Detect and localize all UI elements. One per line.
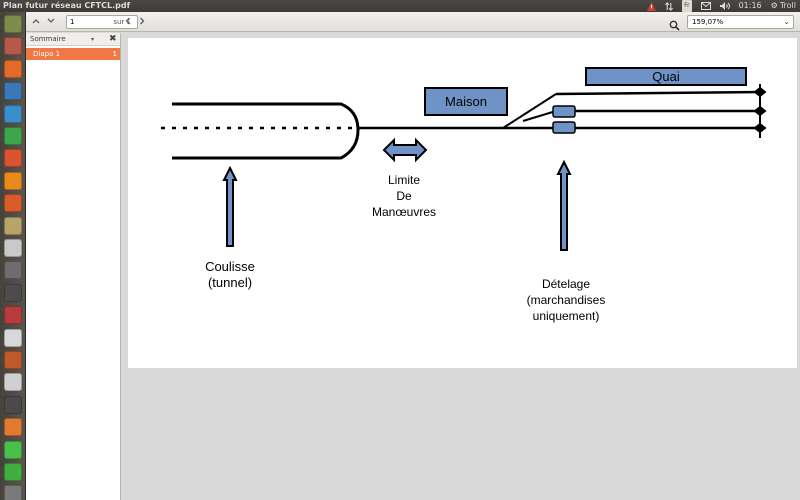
zoom-select[interactable]: 159,07% ⌄ <box>687 15 794 29</box>
switch-track-2 <box>522 110 557 122</box>
gear-icon: ⚙ <box>770 1 778 10</box>
top-panel: Plan futur réseau CFTCL.pdf Fr 01:16 ⚙ T… <box>0 0 800 12</box>
next-page-button[interactable] <box>45 16 57 28</box>
software-center-icon[interactable] <box>4 194 22 213</box>
chevron-left-icon <box>125 17 130 25</box>
app-eye2-icon[interactable] <box>4 373 22 392</box>
maison-box <box>424 87 508 116</box>
track-upper <box>555 90 764 96</box>
zoom-value: 159,07% <box>692 18 724 26</box>
coulisse-arrow <box>222 165 238 247</box>
tunnel-shape <box>172 102 360 160</box>
detelage-label-3: uniquement) <box>533 309 600 323</box>
chevron-down-icon <box>47 18 55 23</box>
trash-icon[interactable] <box>4 485 22 500</box>
clock[interactable]: 01:16 <box>738 1 762 10</box>
window-title: Plan futur réseau CFTCL.pdf <box>3 1 131 10</box>
dash-icon[interactable] <box>4 15 22 33</box>
sidebar: Sommaire ▾ ✖ Diapo 1 1 <box>26 33 121 500</box>
app-orange-icon[interactable] <box>4 418 22 437</box>
coulisse-label-1: Coulisse <box>205 259 255 274</box>
mail-icon[interactable] <box>700 0 711 12</box>
page-total: sur 1 <box>113 18 131 26</box>
sidebar-mode-select[interactable]: Sommaire <box>30 35 66 43</box>
detelage-label-1: Dételage <box>542 277 590 291</box>
history-forward-button[interactable] <box>136 16 148 28</box>
writer-icon[interactable] <box>4 104 22 123</box>
outline-item[interactable]: Diapo 1 1 <box>26 48 120 60</box>
switch-track <box>502 93 557 129</box>
pdf-page: Quai Maison Limite De Manœuvres Coulisse… <box>128 38 797 368</box>
coupler-symbol <box>552 105 576 134</box>
volume-icon[interactable] <box>719 0 730 12</box>
calc-icon[interactable] <box>4 127 22 145</box>
monitor-icon[interactable] <box>4 283 22 302</box>
files-icon[interactable] <box>4 37 22 56</box>
document-view[interactable]: Quai Maison Limite De Manœuvres Coulisse… <box>122 33 800 500</box>
outline-item-page: 1 <box>112 50 117 58</box>
app-eye-icon[interactable] <box>4 328 22 347</box>
outline-item-label: Diapo 1 <box>33 50 61 58</box>
hoto-icon[interactable] <box>4 261 22 280</box>
page-number-input[interactable]: 1 sur 1 <box>66 15 138 29</box>
user-name: Troll <box>779 1 796 10</box>
settings-icon[interactable] <box>4 216 22 235</box>
session-menu[interactable]: ⚙ Troll <box>771 0 796 12</box>
network-icon[interactable] <box>665 0 674 12</box>
app-red-icon[interactable] <box>4 306 22 325</box>
chromium-icon[interactable] <box>4 239 22 257</box>
track-diagram: Quai Maison Limite De Manœuvres Coulisse… <box>161 67 767 323</box>
limite-double-arrow <box>382 137 428 163</box>
close-sidebar-icon[interactable]: ✖ <box>109 34 117 44</box>
limite-label-1: Limite <box>388 173 420 187</box>
app-hat-icon[interactable] <box>4 351 22 369</box>
indicator-area: Fr 01:16 ⚙ Troll <box>647 0 796 12</box>
detelage-arrow <box>556 159 572 251</box>
chevron-up-icon <box>32 19 40 24</box>
quai-label: Quai <box>652 69 680 84</box>
chevron-right-icon <box>140 17 145 25</box>
maison-label: Maison <box>445 94 487 109</box>
previous-page-button[interactable] <box>30 16 42 28</box>
coulisse-label-2: (tunnel) <box>208 275 252 290</box>
page-current: 1 <box>70 18 75 26</box>
quai-box <box>585 67 747 86</box>
dropdown-arrow-icon[interactable]: ▾ <box>91 36 95 43</box>
vlc-icon[interactable] <box>4 171 22 190</box>
limite-label-2: De <box>396 189 412 203</box>
firefox-icon[interactable] <box>4 59 22 78</box>
impress-icon[interactable] <box>4 149 22 168</box>
app-helmet-icon[interactable] <box>4 395 22 414</box>
thunderbird-icon[interactable] <box>4 82 22 101</box>
history-back-button[interactable] <box>122 16 134 28</box>
search-icon[interactable] <box>669 16 681 31</box>
app-headset-icon[interactable] <box>4 440 22 459</box>
alert-icon[interactable] <box>647 0 657 12</box>
app-green-icon[interactable] <box>4 463 22 481</box>
limite-label-3: Manœuvres <box>372 205 436 219</box>
sidebar-header: Sommaire ▾ ✖ <box>26 33 120 46</box>
launcher <box>0 12 26 500</box>
detelage-label-2: (marchandises <box>527 293 606 307</box>
buffer-stops <box>753 84 767 138</box>
toolbar: 1 sur 1 159,07% ⌄ <box>26 12 800 32</box>
chevron-down-icon: ⌄ <box>783 17 790 26</box>
keyboard-layout-indicator[interactable]: Fr <box>682 0 692 12</box>
